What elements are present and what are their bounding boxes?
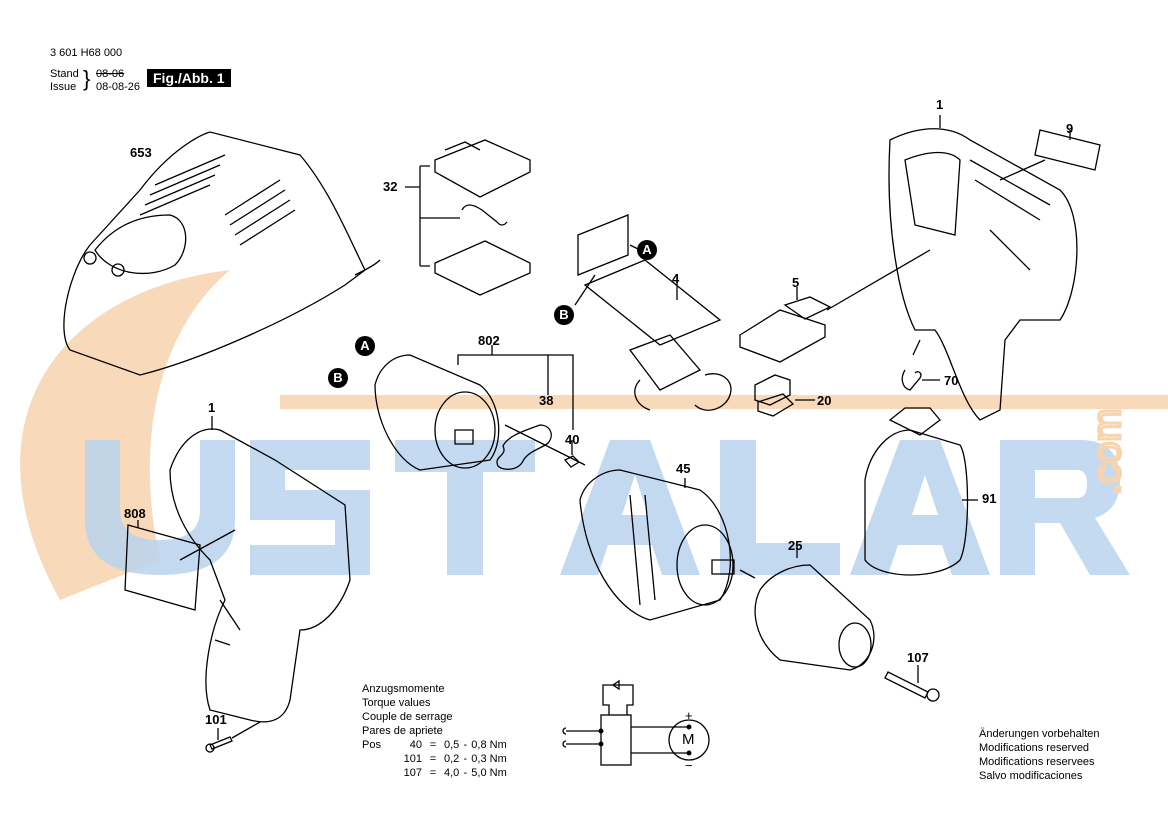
- chuck-drawing: [739, 545, 875, 671]
- issue-label: Issue: [50, 81, 77, 93]
- torque-max: 5,0 Nm: [471, 767, 507, 779]
- label-pos-1-right: 1: [936, 97, 944, 112]
- charger-drawing: [63, 131, 381, 376]
- label-pos-653: 653: [130, 145, 152, 160]
- torque-table: Anzugsmomente Torque values Couple de se…: [362, 682, 507, 780]
- screw-101-drawing: [205, 721, 261, 753]
- pos-label: Pos: [362, 739, 381, 751]
- part-number: 3 601 H68 000: [50, 47, 123, 59]
- callout-a-switch: A: [637, 240, 657, 260]
- nameplate-drawing: [999, 129, 1101, 181]
- torque-min: 4,0: [444, 767, 460, 779]
- torque-min: 0,2: [444, 753, 460, 765]
- torque-dash: -: [463, 739, 468, 751]
- label-pos-40: 40: [565, 432, 580, 447]
- issue-date: 08-08-26: [96, 81, 141, 93]
- torque-eq: =: [429, 753, 437, 765]
- torque-pos: 40: [409, 739, 422, 751]
- clip-drawing: [901, 339, 940, 391]
- torque-title-fr: Couple de serrage: [362, 711, 453, 723]
- notice-en: Modifications reserved: [979, 742, 1090, 754]
- torque-row: 107 = 4,0-5,0 Nm: [362, 766, 507, 780]
- torque-title-en: Torque values: [362, 697, 431, 709]
- battery-drawing: [864, 407, 978, 576]
- label-pos-38: 38: [539, 393, 554, 408]
- torque-title-de: Anzugsmomente: [362, 683, 445, 695]
- motor-symbol-label: M: [682, 731, 695, 748]
- plus-terminal: +: [685, 708, 693, 723]
- label-pos-1-left: 1: [208, 400, 216, 415]
- old-date: 08-06: [96, 68, 125, 80]
- torque-eq: =: [429, 739, 437, 751]
- torque-row: 101 = 0,2-0,3 Nm: [362, 752, 507, 766]
- label-pos-91: 91: [982, 491, 997, 506]
- callout-a-motor: A: [355, 336, 375, 356]
- label-pos-808: 808: [124, 506, 146, 521]
- figure-label: Fig./Abb. 1: [147, 69, 231, 87]
- label-pos-25: 25: [788, 538, 803, 553]
- circuit-diagram: [562, 679, 710, 766]
- notice-de: Änderungen vorbehalten: [979, 728, 1100, 740]
- label-pos-9: 9: [1066, 121, 1074, 136]
- label-drawing: [124, 520, 236, 611]
- housing-right-drawing: [888, 115, 1078, 421]
- motor-drawing: [374, 345, 586, 471]
- torque-max: 0,3 Nm: [471, 753, 507, 765]
- torque-max: 0,8 Nm: [471, 739, 507, 751]
- selector-drawing: [739, 249, 931, 363]
- trigger-drawing: [754, 374, 815, 417]
- torque-row: Pos 40 = 0,5-0,8 Nm: [362, 738, 507, 752]
- switch-module-drawing: [574, 214, 732, 411]
- label-pos-70: 70: [944, 373, 959, 388]
- callout-b-motor: B: [328, 368, 348, 388]
- contact-set-drawing: [405, 139, 531, 296]
- motor-plate-drawing: [496, 424, 581, 470]
- torque-pos: 107: [403, 767, 422, 779]
- brace-icon: }: [83, 66, 91, 91]
- torque-pos: 101: [403, 753, 422, 765]
- torque-title-es: Pares de apriete: [362, 725, 443, 737]
- label-pos-107: 107: [907, 650, 929, 665]
- callout-b-switch: B: [554, 305, 574, 325]
- label-pos-4: 4: [672, 271, 680, 286]
- gearbox-drawing: [579, 469, 735, 621]
- torque-dash: -: [463, 753, 468, 765]
- minus-terminal: −: [685, 758, 693, 773]
- notice-es: Salvo modificaciones: [979, 770, 1083, 782]
- label-pos-32: 32: [383, 179, 398, 194]
- label-pos-20: 20: [817, 393, 832, 408]
- label-pos-45: 45: [676, 461, 691, 476]
- modifications-notice: Änderungen vorbehalten Modifications res…: [979, 727, 1099, 783]
- label-pos-101: 101: [205, 712, 227, 727]
- torque-min: 0,5: [444, 739, 460, 751]
- chuck-screw-drawing: [884, 665, 940, 702]
- label-pos-5: 5: [792, 275, 800, 290]
- torque-eq: =: [429, 767, 437, 779]
- housing-left-drawing: [169, 416, 351, 723]
- notice-fr: Modifications reservees: [979, 756, 1095, 768]
- stand-label: Stand: [50, 68, 79, 80]
- label-pos-802: 802: [478, 333, 500, 348]
- torque-dash: -: [463, 767, 468, 779]
